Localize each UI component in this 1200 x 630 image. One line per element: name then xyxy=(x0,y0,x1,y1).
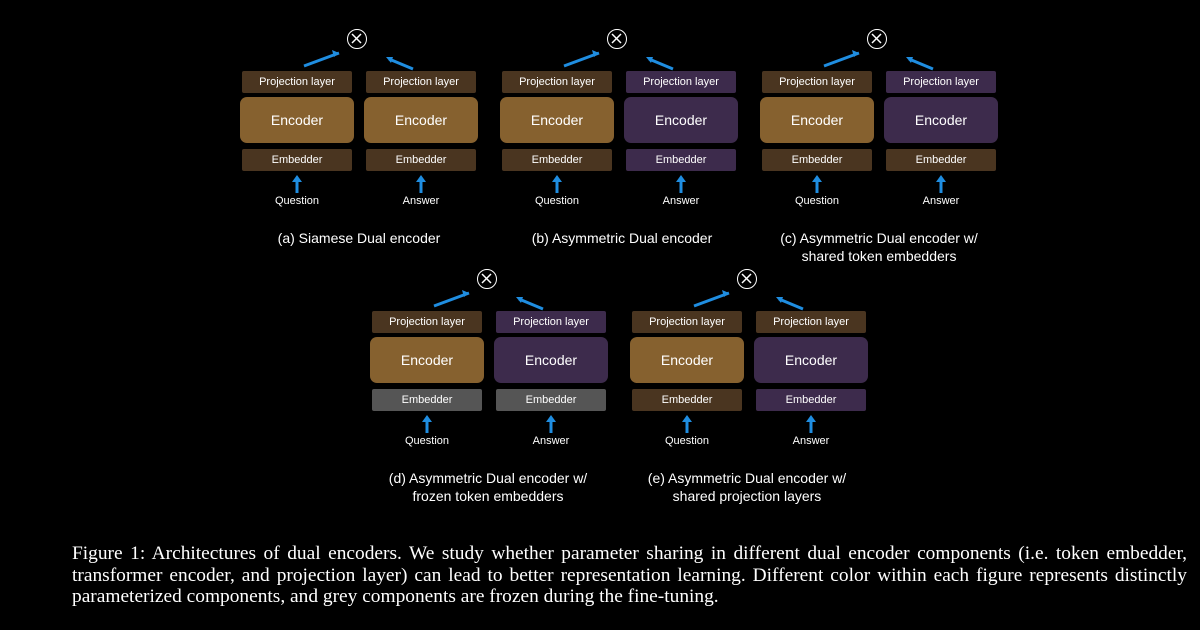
input-label-question: Question xyxy=(274,195,320,207)
embedder-left: Embedder xyxy=(632,389,742,411)
input-label-question: Question xyxy=(404,435,450,447)
merge-arrows xyxy=(693,290,804,311)
up-arrow-icon xyxy=(422,415,432,433)
encoder-right: Encoder xyxy=(494,337,608,383)
panel-caption-e: (e) Asymmetric Dual encoder w/ shared pr… xyxy=(647,470,847,504)
up-arrow-icon xyxy=(812,175,822,193)
encoder-right: Encoder xyxy=(364,97,478,143)
up-arrow-icon xyxy=(676,175,686,193)
embedder-left: Embedder xyxy=(502,149,612,171)
projection-layer-right: Projection layer xyxy=(626,71,736,93)
merge-arrows xyxy=(563,50,674,71)
input-label-answer: Answer xyxy=(792,435,830,447)
embedder-right-frozen: Embedder xyxy=(496,389,606,411)
up-arrow-icon xyxy=(936,175,946,193)
encoder-left: Encoder xyxy=(370,337,484,383)
up-arrow-icon xyxy=(292,175,302,193)
input-label-question: Question xyxy=(794,195,840,207)
circled-times-icon xyxy=(867,29,887,49)
encoder-left: Encoder xyxy=(630,337,744,383)
projection-layer-left: Projection layer xyxy=(762,71,872,93)
up-arrow-icon xyxy=(682,415,692,433)
input-label-question: Question xyxy=(664,435,710,447)
encoder-right: Encoder xyxy=(754,337,868,383)
projection-layer-right: Projection layer xyxy=(756,311,866,333)
diagram-panel-d: Projection layer Projection layer Encode… xyxy=(370,269,628,447)
encoder-right: Encoder xyxy=(884,97,998,143)
diagram-panel-c: Projection layer Projection layer Encode… xyxy=(760,29,1018,207)
panel-caption-d: (d) Asymmetric Dual encoder w/ frozen to… xyxy=(388,470,588,504)
encoder-left: Encoder xyxy=(500,97,614,143)
circled-times-icon xyxy=(477,269,497,289)
up-arrow-icon xyxy=(552,175,562,193)
projection-layer-left: Projection layer xyxy=(502,71,612,93)
circled-times-icon xyxy=(737,269,757,289)
merge-arrows xyxy=(823,50,934,71)
diagram-panel-b: Projection layer Projection layer Encode… xyxy=(500,29,758,207)
encoder-left: Encoder xyxy=(760,97,874,143)
up-arrow-icon xyxy=(416,175,426,193)
circled-times-icon xyxy=(347,29,367,49)
input-label-answer: Answer xyxy=(532,435,570,447)
embedder-right: Embedder xyxy=(366,149,476,171)
figure-caption: Figure 1: Architectures of dual encoders… xyxy=(72,543,1187,607)
embedder-right: Embedder xyxy=(886,149,996,171)
embedder-right: Embedder xyxy=(756,389,866,411)
merge-arrows xyxy=(433,290,544,311)
input-label-answer: Answer xyxy=(662,195,700,207)
projection-layer-left: Projection layer xyxy=(242,71,352,93)
diagram-panel-e: Projection layer Projection layer Encode… xyxy=(630,269,888,447)
projection-layer-left: Projection layer xyxy=(632,311,742,333)
panel-caption-c: (c) Asymmetric Dual encoder w/ shared to… xyxy=(780,230,978,264)
diagram-panel-a: Projection layer Projection layer Encode… xyxy=(240,29,498,207)
panel-caption-a: (a) Siamese Dual encoder xyxy=(277,230,441,246)
embedder-left: Embedder xyxy=(242,149,352,171)
panel-caption-b: (b) Asymmetric Dual encoder xyxy=(531,230,713,246)
merge-arrows xyxy=(303,50,414,71)
input-label-answer: Answer xyxy=(402,195,440,207)
up-arrow-icon xyxy=(806,415,816,433)
encoder-left: Encoder xyxy=(240,97,354,143)
circled-times-icon xyxy=(607,29,627,49)
projection-layer-right: Projection layer xyxy=(366,71,476,93)
embedder-left: Embedder xyxy=(762,149,872,171)
embedder-right: Embedder xyxy=(626,149,736,171)
projection-layer-right: Projection layer xyxy=(496,311,606,333)
embedder-left-frozen: Embedder xyxy=(372,389,482,411)
projection-layer-left: Projection layer xyxy=(372,311,482,333)
projection-layer-right: Projection layer xyxy=(886,71,996,93)
up-arrow-icon xyxy=(546,415,556,433)
input-label-question: Question xyxy=(534,195,580,207)
encoder-right: Encoder xyxy=(624,97,738,143)
input-label-answer: Answer xyxy=(922,195,960,207)
